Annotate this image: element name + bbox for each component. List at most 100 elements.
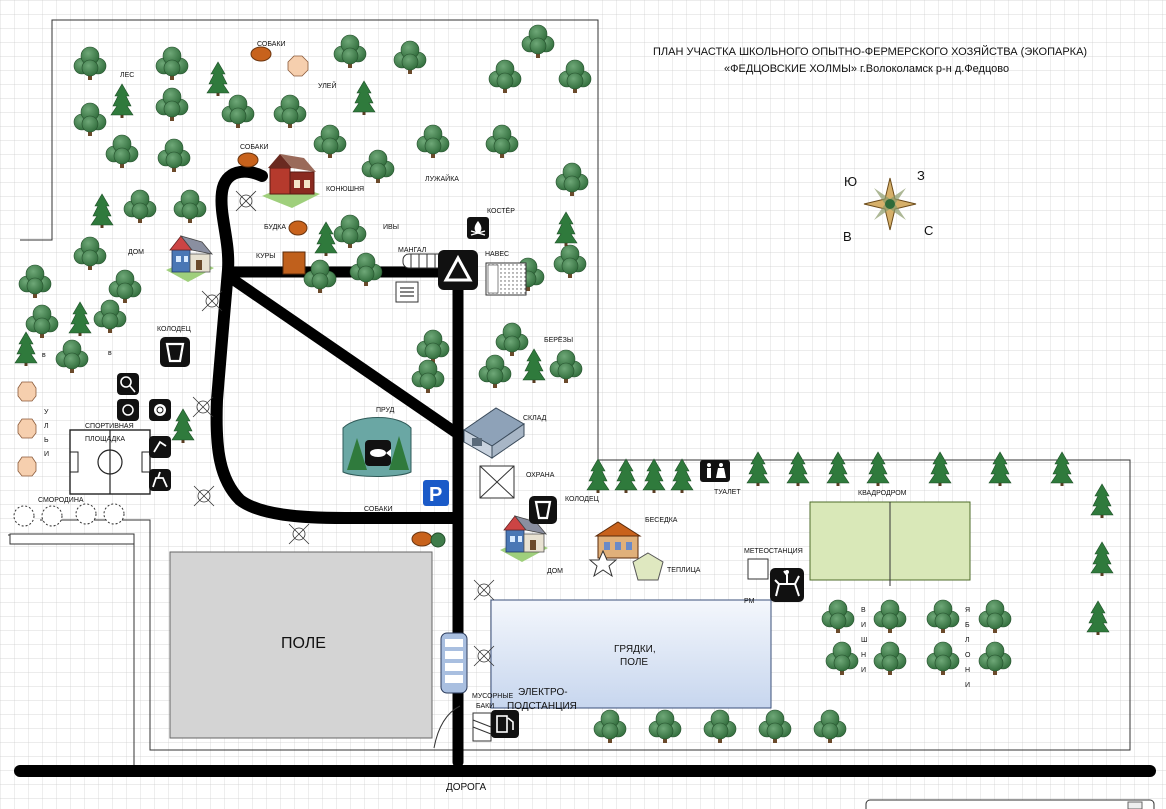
label-sport-1: СПОРТИВНАЯ [85, 423, 134, 430]
compass-south: Ю [844, 174, 857, 189]
roads [14, 165, 1156, 777]
parking-icon: P [423, 480, 449, 506]
map-title-line1: ПЛАН УЧАСТКА ШКОЛЬНОГО ОПЫТНО-ФЕРМЕРСКОГ… [653, 45, 1087, 58]
security-post-icon [479, 465, 515, 499]
gazebo-icon [594, 521, 642, 559]
label-elektro-2: ПОДСТАНЦИЯ [507, 701, 577, 712]
weather-station-icon [747, 558, 769, 580]
compass-west: З [917, 168, 925, 183]
label-sobaki-2: СОБАКИ [240, 144, 269, 151]
bush-icon [430, 532, 446, 548]
label-ulyi: У Л Ь И [44, 409, 49, 458]
legend-box-close-icon [1127, 801, 1143, 809]
svg-text:Н: Н [861, 652, 866, 659]
map-title-line2: «ФЕДЦОВСКИЕ ХОЛМЫ» г.Волоколамск р-н д.Ф… [724, 63, 1009, 75]
label-v-2: в [108, 350, 112, 357]
label-dom-2: ДОМ [547, 568, 563, 575]
svg-text:Ш: Ш [861, 637, 867, 644]
dog-kennel-icon [288, 220, 308, 236]
access-arc [433, 705, 461, 749]
label-okhrana: ОХРАНА [526, 472, 555, 479]
campfire-icon [467, 217, 489, 239]
svg-text:О: О [965, 652, 971, 659]
beehive-row-icon [17, 381, 37, 477]
compass-east: В [843, 229, 852, 244]
label-elektro-1: ЭЛЕКТРО- [518, 687, 568, 698]
pond-icon [342, 417, 412, 477]
svg-text:Л: Л [44, 423, 49, 430]
label-kolodets-2: КОЛОДЕЦ [565, 496, 600, 503]
label-ivy: ИВЫ [383, 224, 399, 231]
label-beryozy: БЕРЁЗЫ [544, 336, 573, 344]
label-sklad: СКЛАД [523, 415, 547, 422]
stable-icon [262, 154, 320, 208]
svg-text:Л: Л [965, 637, 970, 644]
label-les: ЛЕС [120, 72, 134, 79]
chicken-coop-icon [282, 251, 306, 275]
dog-kennel-icon [237, 152, 259, 168]
svg-text:И: И [861, 667, 866, 674]
label-teplitsa: ТЕПЛИЦА [667, 567, 701, 574]
well-icon [529, 496, 557, 524]
label-uley: УЛЕЙ [318, 81, 337, 90]
svg-text:Б: Б [965, 622, 970, 629]
flower-icon [588, 549, 618, 578]
substation-icon [491, 710, 519, 738]
label-rm: РМ [744, 598, 755, 605]
label-dom-1: ДОМ [128, 249, 144, 256]
svg-text:В: В [861, 607, 866, 614]
canopy-icon [485, 262, 527, 296]
svg-text:У: У [44, 409, 49, 416]
compass-north: С [924, 223, 933, 238]
label-naves: НАВЕС [485, 251, 509, 258]
road-label: ДОРОГА [446, 782, 487, 793]
legend-box-partial [865, 799, 1155, 809]
svg-text:И: И [44, 451, 49, 458]
dog-kennel-icon [250, 46, 272, 62]
property-boundary [8, 19, 1131, 765]
currant-bushes [13, 503, 125, 527]
garbage-truck-icon [440, 632, 468, 694]
label-gryadki-1: ГРЯДКИ, [614, 644, 656, 655]
label-budka: БУДКА [264, 224, 286, 231]
label-meteo: МЕТЕОСТАНЦИЯ [744, 548, 803, 555]
label-gryadki-2: ПОЛЕ [620, 657, 648, 668]
label-konyushnya: КОНЮШНЯ [326, 186, 364, 193]
svg-text:И: И [861, 622, 866, 629]
label-smorodina: СМОРОДИНА [38, 497, 84, 504]
beds-field [490, 599, 772, 709]
label-mangal: МАНГАЛ [398, 247, 427, 254]
label-kolodets-1: КОЛОДЕЦ [157, 326, 192, 333]
svg-text:Н: Н [965, 667, 970, 674]
sports-icons [117, 373, 171, 491]
label-sport-2: ПЛОЩАДКА [85, 436, 125, 443]
label-musor-1: МУСОРНЫЕ [472, 693, 514, 700]
beehive-icon [287, 55, 309, 77]
label-tualet: ТУАЛЕТ [714, 489, 741, 496]
dog-kennel-icon [411, 531, 433, 547]
trash-bins-lines-icon [472, 719, 492, 735]
label-luzhayka: ЛУЖАЙКА [425, 174, 459, 183]
compass-rose-icon [863, 177, 917, 231]
warehouse-icon [463, 407, 525, 459]
label-musor-2: БАКИ [476, 703, 494, 710]
label-kvadrodrom: КВАДРОДРОМ [858, 490, 907, 497]
sports-ground [69, 429, 151, 495]
svg-text:Ь: Ь [44, 437, 49, 444]
label-sobaki-3: СОБАКИ [364, 506, 393, 513]
toilet-icon [700, 460, 730, 482]
label-prud: ПРУД [376, 407, 395, 414]
grill-lines-icon [400, 287, 414, 297]
trash-bins-icon [472, 712, 492, 742]
label-yabloni: Я Б Л О Н И [965, 607, 971, 689]
tent-sign-icon [438, 250, 478, 290]
greenhouse-icon [632, 552, 664, 581]
field-pole [169, 551, 433, 739]
horse-riding-icon [770, 568, 804, 602]
label-besedka: БЕСЕДКА [645, 517, 678, 524]
well-icon [160, 337, 190, 367]
label-pole: ПОЛЕ [281, 635, 326, 652]
label-koster: КОСТЁР [487, 207, 515, 215]
label-v-1: в [42, 352, 46, 359]
label-kury: КУРЫ [256, 253, 275, 260]
